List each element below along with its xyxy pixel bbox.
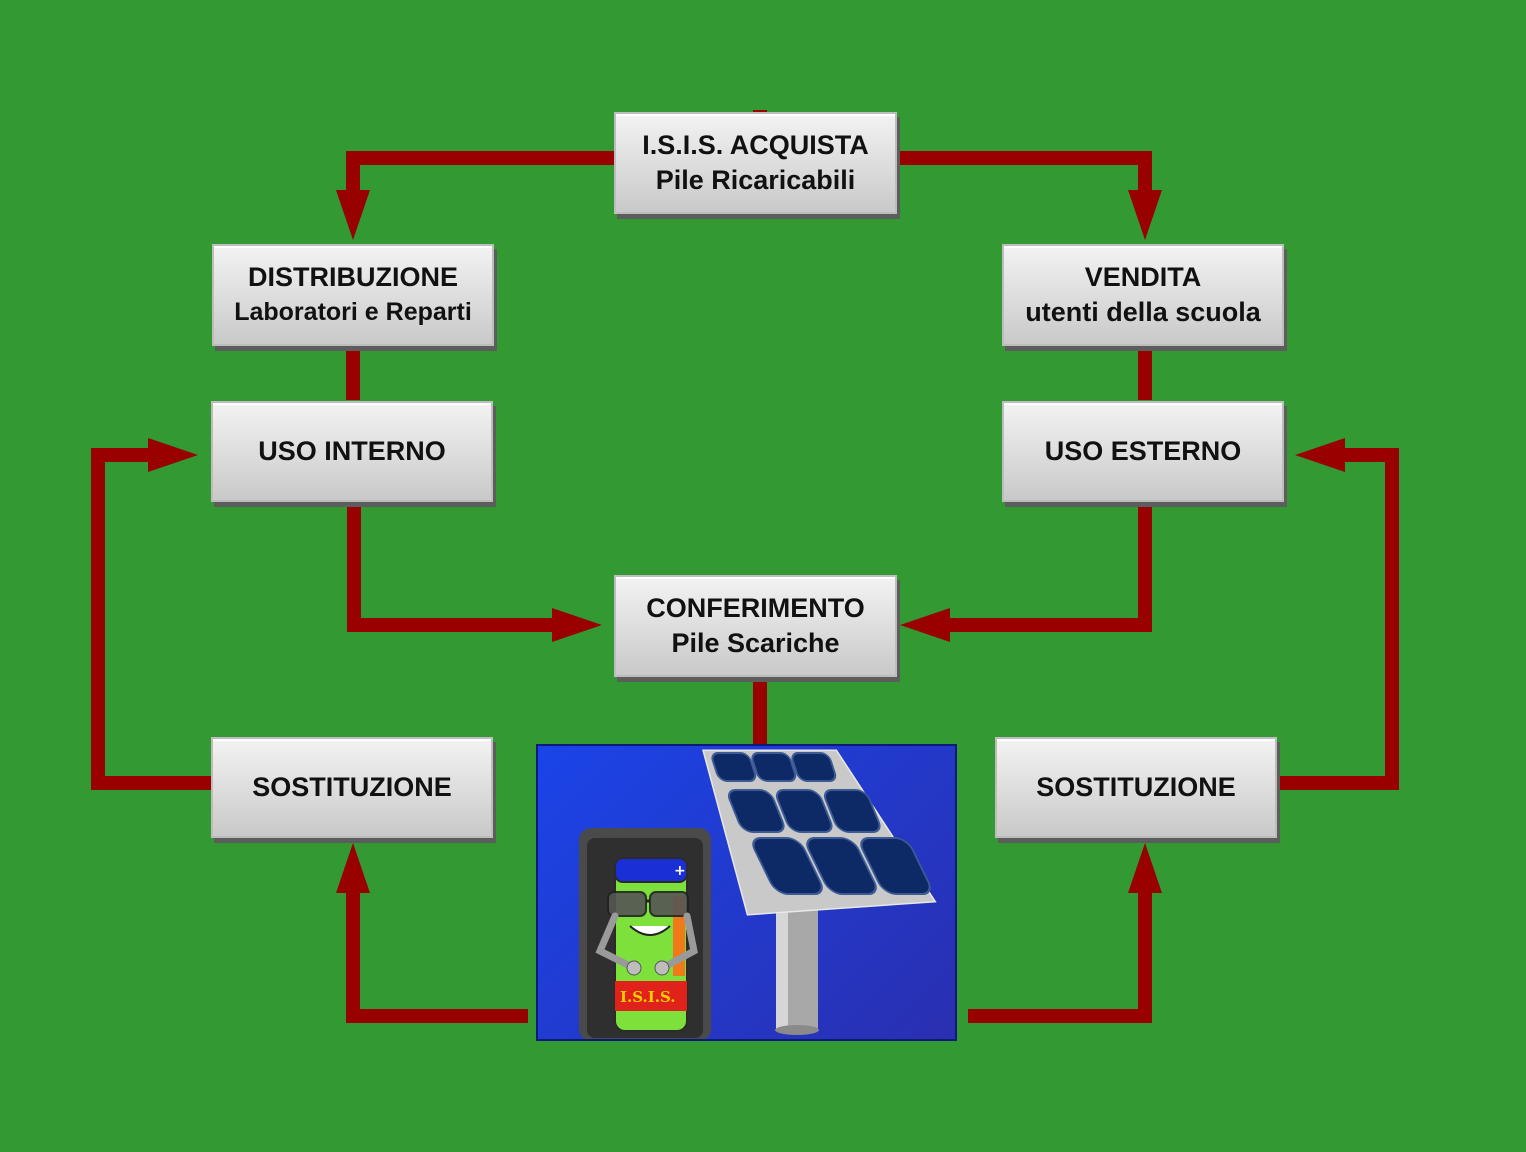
acquista-title: I.S.I.S. ACQUISTA <box>642 130 869 160</box>
arrow-panel-to-sostituzione-right <box>968 890 1152 1023</box>
arrow-acquista-to-distribuzione <box>346 151 614 195</box>
battery-plus-sign: + <box>674 863 686 879</box>
battery-label: I.S.I.S. <box>620 988 676 1006</box>
arrow-acquista-to-vendita <box>897 151 1152 195</box>
arrowhead-right-uso-interno <box>148 438 198 472</box>
arrow-uso-esterno-to-conferimento <box>945 503 1152 632</box>
arrowhead-up-sostituzione-right <box>1128 843 1162 893</box>
arrowhead-left-conferimento <box>900 608 950 642</box>
uso-interno-label: USO INTERNO <box>258 436 446 466</box>
arrow-sostituzione-left-to-uso-interno <box>91 448 211 790</box>
uso-esterno-label: USO ESTERNO <box>1044 436 1242 466</box>
arrowhead-down-distribuzione <box>336 190 370 240</box>
arrow-uso-interno-to-conferimento <box>347 503 560 632</box>
arrowhead-up-sostituzione-left <box>336 843 370 893</box>
solar-panel-icon <box>702 749 937 1035</box>
sostituzione-left-label: SOSTITUZIONE <box>252 772 452 802</box>
box-uso-interno: USO INTERNO <box>211 401 493 502</box>
sostituzione-right-label: SOSTITUZIONE <box>1036 772 1236 802</box>
arrow-sostituzione-right-to-uso-esterno <box>1278 448 1399 790</box>
box-uso-esterno: USO ESTERNO <box>1002 401 1284 502</box>
box-conferimento: CONFERIMENTO Pile Scariche <box>614 575 897 677</box>
arrowhead-down-vendita <box>1128 190 1162 240</box>
distribuzione-subtitle: Laboratori e Reparti <box>234 298 472 326</box>
acquista-subtitle: Pile Ricaricabili <box>655 165 856 195</box>
box-sostituzione-left: SOSTITUZIONE <box>211 737 493 838</box>
recycling-station-illustration: + I.S.I.S. <box>536 744 957 1041</box>
arrowhead-right-conferimento <box>552 608 602 642</box>
box-vendita: VENDITA utenti della scuola <box>1002 244 1284 346</box>
vendita-title: VENDITA <box>1084 262 1202 292</box>
arrowhead-left-uso-esterno <box>1295 438 1345 472</box>
distribuzione-title: DISTRIBUZIONE <box>247 262 458 292</box>
conferimento-title: CONFERIMENTO <box>646 593 865 623</box>
battery-mascot-icon: + I.S.I.S. <box>579 828 711 1039</box>
vendita-subtitle: utenti della scuola <box>1025 297 1261 327</box>
box-distribuzione: DISTRIBUZIONE Laboratori e Reparti <box>212 244 494 346</box>
box-sostituzione-right: SOSTITUZIONE <box>995 737 1277 838</box>
arrow-panel-to-sostituzione-left <box>346 890 528 1023</box>
box-acquista: I.S.I.S. ACQUISTA Pile Ricaricabili <box>614 112 897 214</box>
conferimento-subtitle: Pile Scariche <box>671 628 840 658</box>
